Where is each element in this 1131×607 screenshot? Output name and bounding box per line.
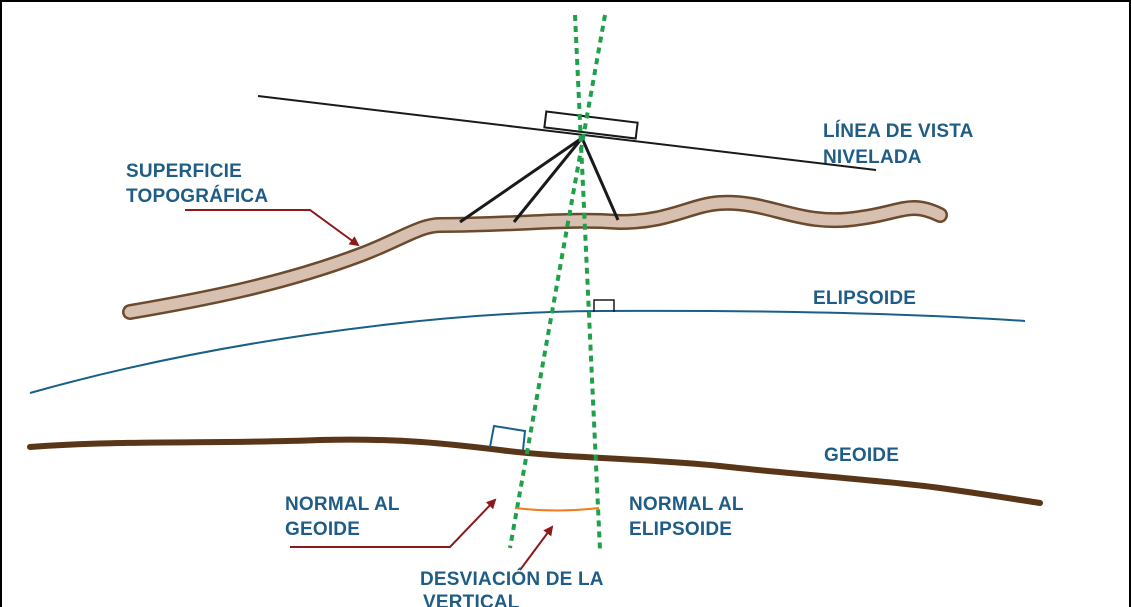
line-of-sight bbox=[257, 95, 877, 171]
line-of-sight-label-1: LÍNEA DE VISTA bbox=[823, 120, 974, 142]
deflection-label-2: VERTICAL bbox=[423, 592, 520, 607]
ellipsoid-normal-label-2: ELIPSOIDE bbox=[629, 519, 732, 540]
geoid-normal-label-1: NORMAL AL bbox=[285, 494, 400, 515]
geoid-curve bbox=[27, 436, 1043, 506]
topographic-surface bbox=[124, 197, 946, 318]
topographic-arrow bbox=[185, 209, 360, 247]
geoid-normal-label-2: GEOIDE bbox=[285, 519, 360, 540]
tripod bbox=[459, 136, 620, 224]
ellipsoid-normal-label-1: NORMAL AL bbox=[629, 494, 744, 515]
deflection-label-1: DESVIACIÓN DE LA bbox=[420, 568, 604, 590]
geoid-normal-arrow bbox=[290, 498, 497, 548]
deflection-arc bbox=[514, 507, 600, 512]
geoid-label: GEOIDE bbox=[824, 445, 899, 466]
ellipsoid-label: ELIPSOIDE bbox=[813, 288, 916, 309]
line-of-sight-label-2: NIVELADA bbox=[823, 147, 922, 168]
geoid-normal-line bbox=[508, 14, 607, 549]
ellipsoid-curve bbox=[29, 309, 1026, 394]
ellipsoid-normal-line bbox=[573, 14, 602, 551]
level-instrument bbox=[543, 110, 639, 140]
deflection-arrow bbox=[519, 525, 554, 571]
topographic-surface-label-1: SUPERFICIE bbox=[126, 161, 242, 182]
right-angle-marker-ellipsoid bbox=[593, 299, 615, 312]
right-angle-marker-geoid bbox=[489, 424, 527, 451]
topographic-surface-label-2: TOPOGRÁFICA bbox=[126, 185, 268, 207]
